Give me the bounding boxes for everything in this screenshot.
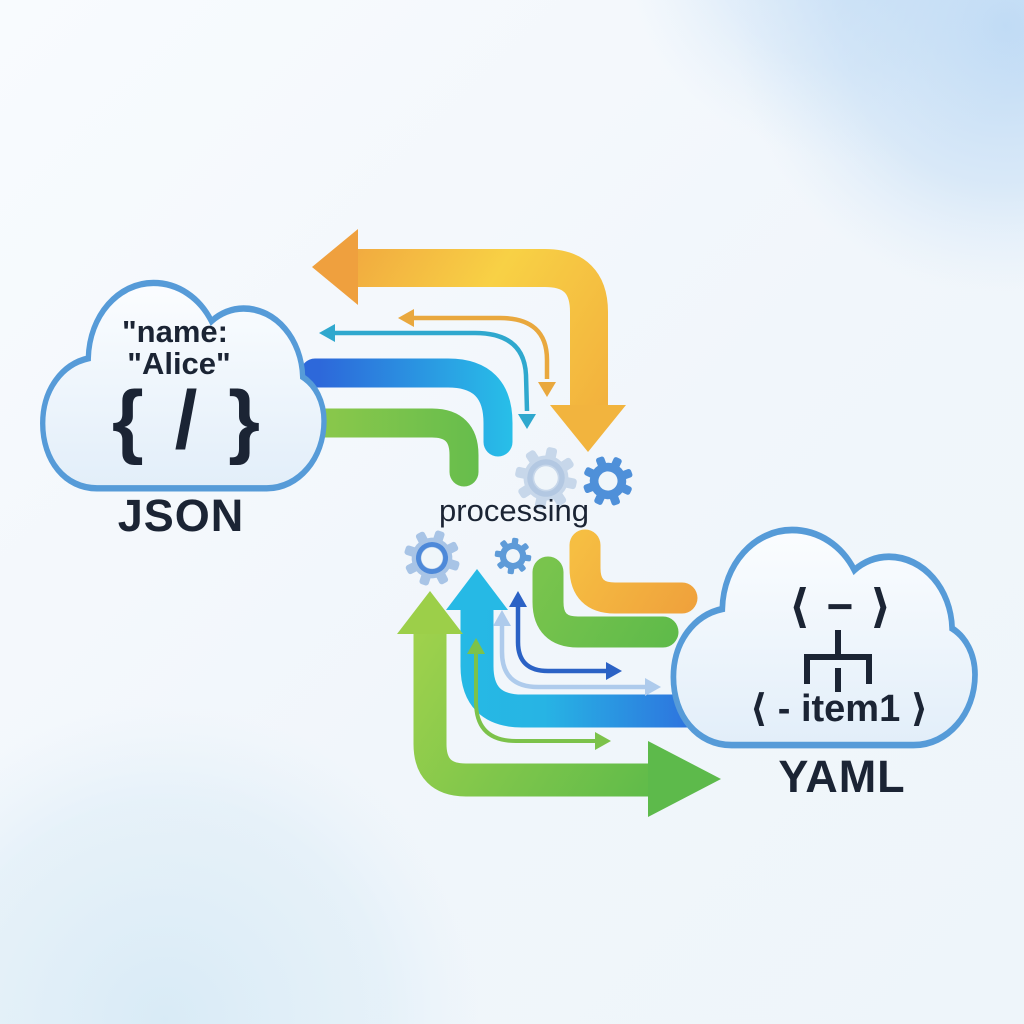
arrowhead-left — [312, 229, 358, 305]
processing-group: processing — [396, 441, 642, 594]
yaml-cloud: ⟨ − ⟩ ⟨ - item1 ⟩ — [673, 530, 975, 745]
arrow-thick-green-from-json — [300, 408, 479, 487]
arrow-thin-teal — [319, 324, 536, 429]
arrow-thin-dark-blue — [509, 591, 622, 680]
arrow-light-green-up-right — [397, 591, 721, 817]
gear-icon — [396, 522, 468, 594]
arrow-thin-orange — [398, 309, 556, 397]
background-blob-bottom-left — [0, 705, 480, 1024]
yaml-glyph-list: ⟨ - item1 ⟩ — [750, 688, 928, 730]
processing-label: processing — [439, 493, 589, 528]
yaml-label: YAML — [778, 751, 905, 802]
gear-icon — [509, 441, 583, 515]
yaml-tree-glyph — [804, 630, 872, 692]
arrow-thin-green — [467, 638, 611, 750]
json-code-line1: "name: — [122, 314, 228, 349]
json-cloud: "name: "Alice" { / } — [43, 283, 324, 488]
json-code-line2: "Alice" — [127, 346, 231, 381]
arrowhead-down — [550, 405, 626, 452]
arrowhead-up — [446, 569, 508, 610]
gear-icon — [492, 535, 534, 577]
arrowhead-right — [648, 741, 721, 817]
arrowhead-up — [397, 591, 463, 634]
json-code-glyph: { / } — [112, 375, 264, 466]
json-label: JSON — [118, 490, 245, 541]
arrow-green-elbow-to-yaml — [532, 556, 679, 648]
arrow-thin-pale-blue — [493, 610, 661, 696]
background-blob-top-right-2 — [630, 0, 1024, 160]
yaml-glyph-top: ⟨ − ⟩ — [789, 580, 893, 632]
arrow-big-orange-yaml-to-json — [312, 229, 626, 452]
arrow-thick-blue-from-json — [300, 358, 513, 457]
arrow-orange-elbow-to-yaml — [569, 529, 698, 614]
